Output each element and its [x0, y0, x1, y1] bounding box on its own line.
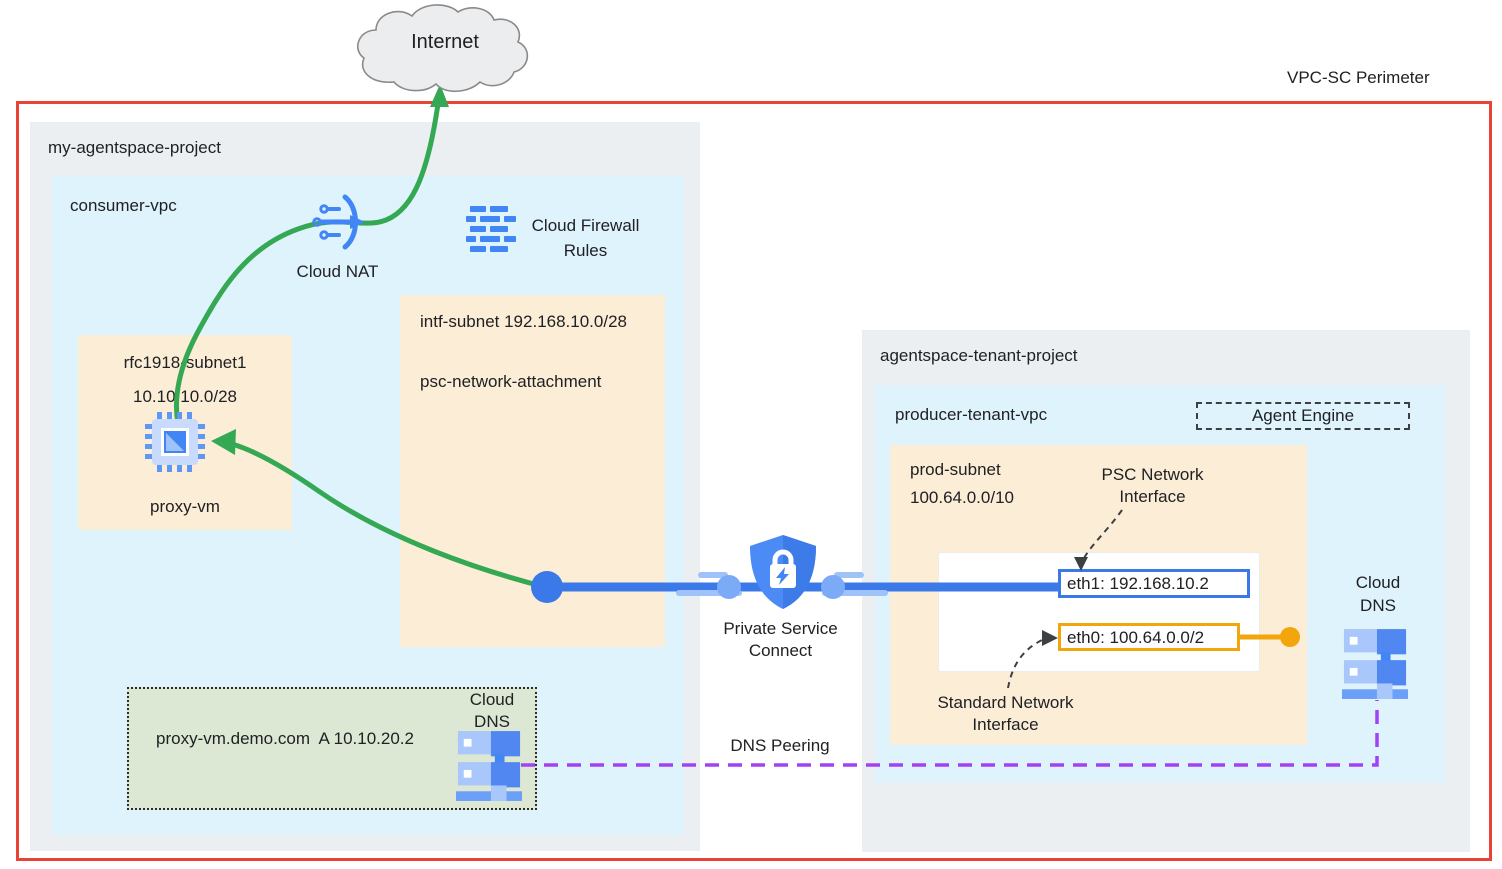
- agent-engine-frame: Agent Engine: [1196, 402, 1410, 430]
- internet-label: Internet: [411, 31, 479, 53]
- dns-zone-cloud-dns-line1: Cloud: [469, 690, 515, 709]
- vpc-sc-perimeter-box: [16, 101, 1492, 861]
- intf-subnet-box: [400, 295, 665, 647]
- prod-subnet-cidr: 100.64.0.0/10: [910, 488, 1014, 507]
- intf-subnet-label: intf-subnet 192.168.10.0/28: [420, 312, 627, 331]
- tenant-cloud-dns-line1: Cloud: [1355, 573, 1401, 592]
- tenant-cloud-dns-line2: DNS: [1360, 596, 1396, 615]
- dns-record-text: proxy-vm.demo.com A 10.10.20.2: [156, 729, 414, 748]
- eth1-interface: eth1: 192.168.10.2: [1058, 569, 1250, 598]
- psc-nic-label-line2: Interface: [1119, 487, 1186, 506]
- cloud-nat-label: Cloud NAT: [296, 262, 379, 281]
- consumer-vpc-title: consumer-vpc: [70, 196, 177, 215]
- proxy-vm-label: proxy-vm: [150, 497, 220, 516]
- std-nic-label-line2: Interface: [972, 715, 1039, 734]
- internet-cloud-icon: [356, 4, 529, 93]
- psc-label-line2: Connect: [748, 641, 813, 660]
- consumer-project-title: my-agentspace-project: [48, 138, 221, 157]
- tenant-project-title: agentspace-tenant-project: [880, 346, 1078, 365]
- psc-network-attachment-label: psc-network-attachment: [420, 372, 602, 391]
- rfc1918-subnet-cidr: 10.10.10.0/28: [133, 387, 237, 406]
- producer-vpc-title: producer-tenant-vpc: [895, 405, 1048, 424]
- dns-peering-label: DNS Peering: [730, 736, 830, 755]
- firewall-rules-label-line1: Cloud Firewall: [531, 216, 640, 235]
- psc-label: Private Service Connect: [698, 618, 863, 662]
- dns-zone-cloud-dns-line2: DNS: [474, 712, 510, 731]
- cloud-dns-icon-left: [456, 731, 522, 801]
- psc-label-line1: Private Service: [723, 619, 838, 638]
- firewall-rules-icon: [466, 206, 516, 252]
- vpc-sc-perimeter-label: VPC-SC Perimeter: [1287, 68, 1430, 87]
- std-nic-label: Standard Network Interface: [913, 692, 1098, 736]
- psc-nic-label-line1: PSC Network: [1101, 465, 1204, 484]
- agent-engine-label: Agent Engine: [1251, 406, 1355, 425]
- rfc1918-subnet-name: rfc1918-subnet1: [123, 353, 247, 372]
- dns-zone-cloud-dns-label: Cloud DNS: [452, 689, 532, 733]
- cloud-dns-icon-right: [1342, 629, 1408, 699]
- compute-engine-icon: [145, 412, 205, 472]
- firewall-rules-label: Cloud Firewall Rules: [518, 213, 653, 263]
- std-nic-label-line1: Standard Network: [937, 693, 1074, 712]
- private-service-connect-icon: [750, 535, 816, 609]
- psc-nic-label: PSC Network Interface: [1070, 464, 1235, 508]
- tenant-cloud-dns-label: Cloud DNS: [1338, 571, 1418, 617]
- prod-subnet-name: prod-subnet: [910, 460, 1001, 479]
- cloud-nat-icon: [312, 194, 365, 250]
- firewall-rules-label-line2: Rules: [563, 241, 608, 260]
- eth0-interface: eth0: 100.64.0.0/2: [1058, 623, 1240, 651]
